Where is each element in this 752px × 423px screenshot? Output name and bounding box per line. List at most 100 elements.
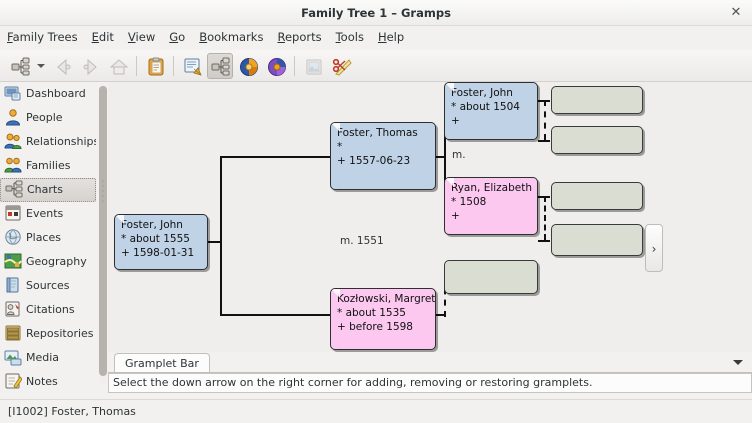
empty-person-box-gen4-b[interactable]	[551, 126, 643, 154]
empty-person-box-gen3-mf[interactable]	[444, 260, 538, 294]
person-box-gen2-father[interactable]: Foster, Thomas*+ 1557-06-23	[330, 122, 436, 190]
person-birth: * 1508	[451, 196, 487, 208]
connector-to-father	[220, 156, 330, 158]
connector-gen4-ab-vertical-dashed	[544, 100, 546, 140]
sidebar-item-relationships[interactable]: Relationships	[0, 130, 96, 154]
sidebar-item-label: Media	[26, 351, 60, 364]
person-box-gen3-ff[interactable]: Foster, John * about 1504 +	[444, 82, 538, 140]
person-box-root[interactable]: Foster, John* about 1555+ 1598-01-31	[114, 214, 208, 270]
dashboard-icon	[4, 84, 22, 102]
sidebar-item-notes[interactable]: Notes	[0, 370, 96, 394]
menu-help[interactable]: Help	[377, 30, 405, 44]
menu-edit[interactable]: Edit	[91, 30, 114, 44]
sidebar-item-families[interactable]: Families	[0, 154, 96, 178]
person-name: Foster, John	[121, 219, 183, 231]
person-birth: * about 1504	[451, 101, 520, 113]
person-tree-icon[interactable]	[7, 53, 33, 79]
chevron-down-icon[interactable]	[34, 53, 48, 79]
toolbar-separator	[136, 56, 137, 76]
empty-person-box-gen4-a[interactable]	[551, 86, 643, 114]
sidebar-item-label: Citations	[26, 303, 75, 316]
toolbar	[0, 50, 752, 82]
empty-person-box-gen4-d[interactable]	[551, 224, 643, 256]
fan-chart-purple-icon[interactable]	[263, 53, 289, 79]
sidebar-item-label: Geography	[26, 255, 87, 268]
menu-family-trees[interactable]: Family Trees	[7, 30, 78, 44]
sources-book-icon	[4, 276, 22, 294]
relationships-icon	[4, 132, 22, 150]
sidebar-item-label: Places	[26, 231, 61, 244]
person-name: Ryan, Elizabeth	[451, 182, 533, 194]
sidebar-item-label: Families	[26, 159, 71, 172]
person-name: Foster, John	[451, 87, 513, 99]
sidebar-item-label: Repositories	[26, 327, 94, 340]
pane-splitter-handle[interactable]	[98, 178, 108, 204]
pedigree-chart-icon[interactable]	[207, 53, 233, 79]
scissors-tool-icon[interactable]	[328, 53, 354, 79]
toolbar-separator	[173, 56, 174, 76]
menu-bookmarks[interactable]: Bookmarks	[199, 30, 264, 44]
person-icon	[4, 108, 22, 126]
person-death: +	[451, 115, 460, 127]
menu-view[interactable]: View	[127, 30, 156, 44]
connector-gen4-cd-vertical-dashed	[544, 196, 546, 240]
sidebar-item-media[interactable]: Media	[0, 346, 96, 370]
sidebar-item-label: Dashboard	[26, 87, 86, 100]
person-box-gen3-fm[interactable]: Ryan, Elizabeth* 1508+	[444, 177, 538, 235]
window-title: Family Tree 1 – Gramps	[301, 6, 451, 20]
places-globe-icon	[4, 228, 22, 246]
title-bar: Family Tree 1 – Gramps ✕	[0, 0, 752, 26]
chevron-down-icon[interactable]	[730, 355, 744, 369]
connector-father-out	[436, 156, 446, 158]
citations-icon	[4, 300, 22, 318]
connector-gen4-d-dashed	[538, 240, 550, 242]
sidebar-scrollbar-thumb[interactable]	[99, 86, 107, 376]
toolbar-separator	[294, 56, 295, 76]
fan-chart-orange-icon[interactable]	[235, 53, 261, 79]
home-icon	[105, 53, 131, 79]
next-generation-button[interactable]: ›	[645, 224, 663, 272]
connector-mother-out-dashed	[436, 314, 446, 316]
connector-gen3-vertical	[444, 111, 446, 207]
tab-gramplet-bar[interactable]: Gramplet Bar	[114, 353, 210, 372]
sidebar-item-label: Sources	[26, 279, 70, 292]
menu-reports[interactable]: Reports	[277, 30, 322, 44]
menu-tools[interactable]: Tools	[335, 30, 364, 44]
box-corner-fold	[331, 289, 340, 298]
sidebar-item-label: Events	[26, 207, 64, 220]
sidebar-item-sources[interactable]: Sources	[0, 274, 96, 298]
connector-to-mother	[220, 314, 330, 316]
sidebar-item-dashboard[interactable]: Dashboard	[0, 82, 96, 106]
sidebar-item-geography[interactable]: Geography	[0, 250, 96, 274]
person-name: Kozłowski, Margret	[337, 293, 436, 305]
report-chart-icon[interactable]	[179, 53, 205, 79]
person-box-gen2-mother[interactable]: Kozłowski, Margret * about 1535 + before 1…	[330, 288, 436, 350]
forward-arrow-icon	[77, 53, 103, 79]
back-arrow-icon	[49, 53, 75, 79]
sidebar-item-label: People	[26, 111, 63, 124]
sidebar-item-places[interactable]: Places	[0, 226, 96, 250]
empty-person-box-gen4-c[interactable]	[551, 182, 643, 210]
person-birth: * about 1535	[337, 307, 406, 319]
sidebar-item-charts[interactable]: Charts	[0, 178, 96, 202]
person-death: + before 1598	[337, 321, 413, 333]
menu-go[interactable]: Go	[169, 30, 186, 44]
connector-root-out	[208, 241, 220, 243]
connector-gen3-dashed-vertical	[444, 277, 446, 317]
clipboard-icon[interactable]	[142, 53, 168, 79]
status-bar: [I1002] Foster, Thomas	[0, 399, 752, 423]
person-name: Foster, Thomas	[337, 127, 418, 139]
sidebar-item-repositories[interactable]: Repositories	[0, 322, 96, 346]
close-icon[interactable]: ✕	[730, 5, 742, 20]
sidebar-item-people[interactable]: People	[0, 106, 96, 130]
gramplet-hint-text: Select the down arrow on the right corne…	[108, 373, 752, 393]
connector-gen2-vertical	[220, 156, 222, 316]
sidebar-item-citations[interactable]: Citations	[0, 298, 96, 322]
sidebar-scrollbar[interactable]	[99, 84, 107, 384]
person-birth: *	[337, 141, 343, 153]
sidebar-item-events[interactable]: Events	[0, 202, 96, 226]
connector-gen4-b-dashed	[538, 140, 550, 142]
